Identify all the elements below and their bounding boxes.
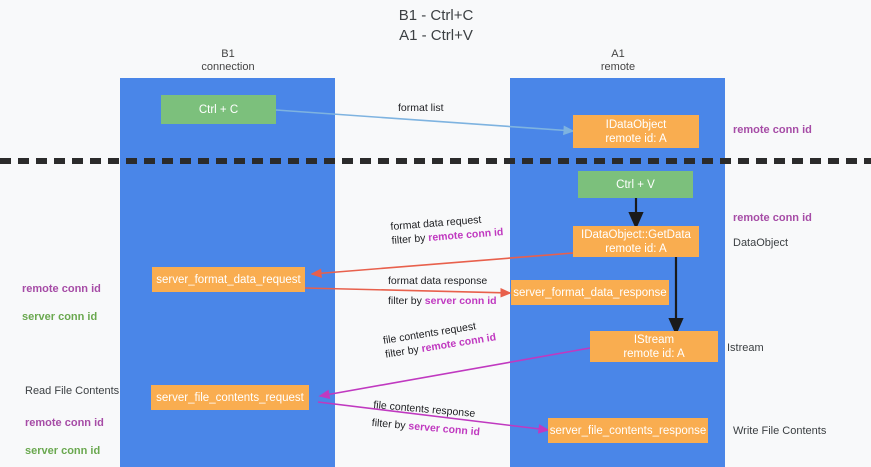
filter-key-server-conn-id: server conn id — [424, 295, 497, 307]
node-ctrl-c[interactable]: Ctrl + C — [161, 95, 276, 124]
node-server-file-contents-request[interactable]: server_file_contents_request — [151, 385, 309, 410]
node-ctrl-v[interactable]: Ctrl + V — [578, 171, 693, 198]
side-label-read-file-contents: Read File Contents — [25, 385, 120, 397]
side-label-write-file-contents: Write File Contents — [733, 425, 827, 437]
node-server-format-data-response[interactable]: server_format_data_response — [511, 280, 669, 305]
node-istream[interactable]: IStream remote id: A — [590, 331, 718, 362]
arrow-file-contents-response — [317, 401, 550, 434]
node-idataobject-getdata[interactable]: IDataObject::GetData remote id: A — [573, 226, 699, 257]
side-label-remote-conn-id: remote conn id — [22, 283, 101, 295]
edge-label-line2: filter by server conn id — [388, 294, 497, 308]
arrow-format-data-response — [304, 287, 512, 298]
filter-prefix: filter by — [388, 295, 425, 307]
side-label-conn-ids-lower: remote conn id server conn id — [25, 402, 104, 467]
edge-label-line1: format data response — [388, 275, 488, 287]
side-label-istream: Istream — [727, 342, 764, 354]
edge-label-format-data-response: format data response filter by server co… — [388, 274, 497, 308]
side-label-dataobject: DataObject — [733, 237, 789, 249]
arrow-format-list — [275, 109, 575, 136]
arrow-format-data-request — [310, 252, 574, 279]
side-label-remote-conn-id-top: remote conn id — [733, 124, 812, 136]
filter-prefix: filter by — [391, 232, 429, 247]
node-server-format-data-request[interactable]: server_format_data_request — [152, 267, 305, 292]
edge-label-format-list: format list — [398, 102, 444, 114]
side-label-remote-conn-id-mid: remote conn id — [733, 212, 812, 224]
node-server-file-contents-response[interactable]: server_file_contents_response — [548, 418, 708, 443]
filter-prefix: filter by — [371, 416, 409, 433]
diagram-title: B1 - Ctrl+C A1 - Ctrl+V — [398, 7, 474, 44]
lane-title-a1: A1 remote — [600, 48, 636, 73]
lane-title-b1: B1 connection — [201, 48, 255, 73]
side-label-remote-conn-id-2: remote conn id — [25, 417, 104, 429]
node-idataobject-top[interactable]: IDataObject remote id: A — [573, 115, 699, 148]
side-label-server-conn-id-2: server conn id — [25, 445, 101, 457]
side-label-conn-ids-upper: remote conn id server conn id — [22, 268, 101, 338]
side-label-server-conn-id: server conn id — [22, 311, 98, 323]
arrow-file-contents-request — [318, 347, 591, 400]
